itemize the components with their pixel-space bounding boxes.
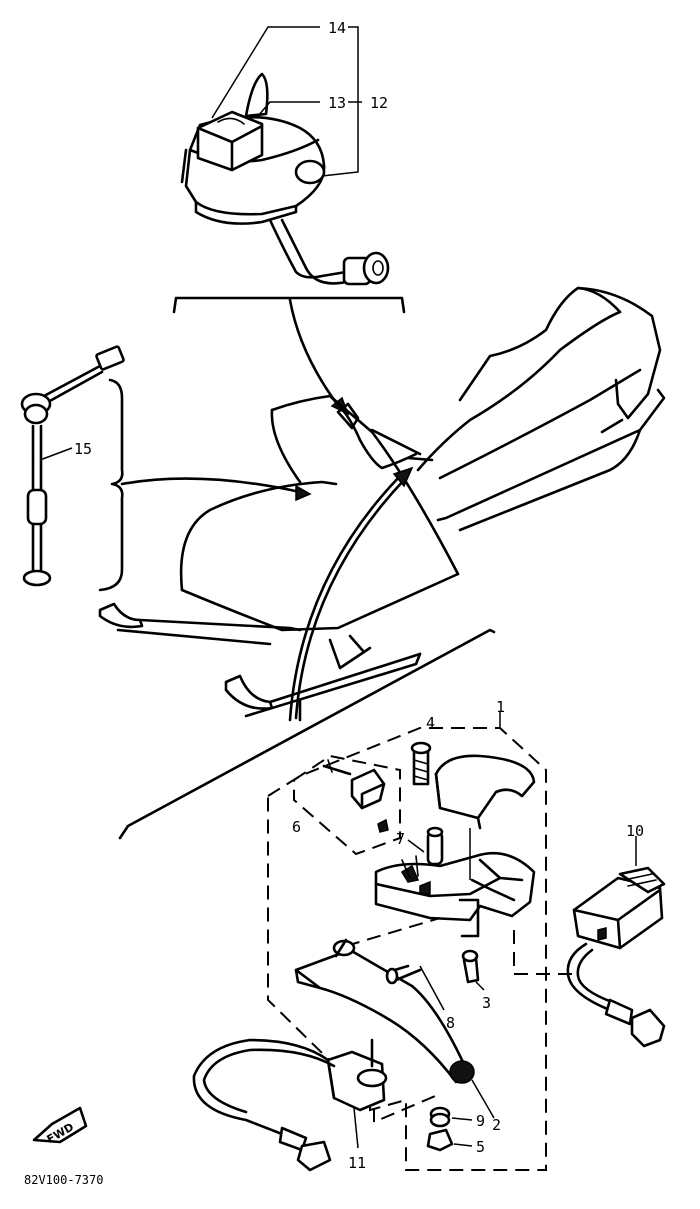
callout-2: 2 — [492, 1116, 501, 1134]
leader-14 — [211, 26, 320, 119]
pin-7 — [407, 826, 444, 866]
dashed-link-11 — [373, 1093, 441, 1124]
cover-cap — [434, 754, 536, 830]
tank-arrow-line — [288, 298, 342, 410]
leader-2 — [471, 1079, 495, 1119]
callout-12: 12 — [370, 94, 388, 112]
leader-14b — [321, 26, 359, 177]
oil-tank-assembly — [180, 72, 390, 286]
dashed-link-lever — [345, 917, 441, 947]
unit-10 — [566, 836, 666, 1048]
fwd-arrow: FWD — [32, 1106, 88, 1146]
callout-11: 11 — [348, 1154, 366, 1172]
cable-bracket — [98, 378, 124, 592]
parts-9-5 — [426, 1106, 473, 1152]
cable-arrow-line — [120, 477, 302, 494]
callout-6: 6 — [292, 818, 301, 836]
screw-3 — [461, 949, 485, 991]
callout-9: 9 — [476, 1112, 485, 1130]
snowmobile-illustration — [98, 286, 666, 840]
callout-8: 8 — [446, 1014, 455, 1032]
callout-10: 10 — [626, 822, 644, 840]
callout-5: 5 — [476, 1138, 485, 1156]
cable-arrow-head — [295, 484, 312, 502]
callout-13: 13 — [328, 94, 346, 112]
throttle-lever-2 — [294, 938, 475, 1084]
callout-7: 7 — [396, 830, 405, 848]
throttle-cable-15 — [20, 345, 125, 587]
group-6-outline — [293, 754, 401, 856]
callout-15: 15 — [74, 440, 92, 458]
main-arrow-head — [392, 466, 414, 488]
dashed-link-10 — [513, 930, 580, 975]
leader-13 — [257, 101, 320, 117]
callout-14: 14 — [328, 19, 346, 37]
group-1-outline — [267, 727, 547, 1171]
bolt-4 — [410, 741, 432, 786]
housing-body — [374, 852, 536, 938]
screw-8 — [385, 964, 445, 1011]
switch-11 — [192, 1038, 388, 1172]
callout-1: 1 — [496, 698, 505, 716]
footer-code: 82V100-7370 — [24, 1173, 103, 1187]
switch-6 — [322, 759, 389, 833]
callout-4: 4 — [426, 714, 435, 732]
callout-3: 3 — [482, 994, 491, 1012]
tank-bracket — [172, 296, 406, 314]
